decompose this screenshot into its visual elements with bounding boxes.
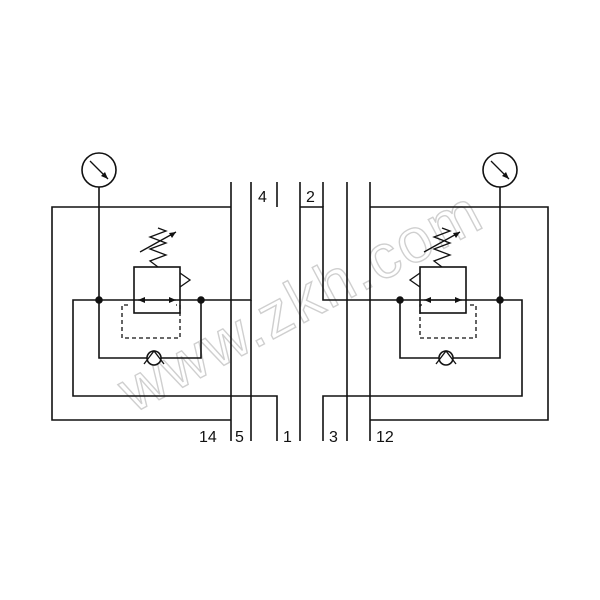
port-label-2: 2 (306, 189, 315, 206)
port-label-1: 1 (283, 429, 292, 446)
junction-dot (95, 296, 103, 304)
pressure-gauge-icon (482, 152, 518, 188)
port-labels: 4 2 14 5 1 3 12 (199, 189, 394, 446)
port-label-5: 5 (235, 429, 244, 446)
port-label-4: 4 (258, 189, 267, 206)
right-module (300, 152, 549, 441)
pressure-gauge-icon (81, 152, 117, 188)
junction-dot (496, 296, 504, 304)
check-valve-icon (435, 349, 457, 366)
adjustable-spring-icon (139, 227, 177, 268)
pressure-regulator-icon (121, 227, 192, 339)
left-module (51, 152, 278, 441)
junction-dot (197, 296, 205, 304)
centre-channel (276, 182, 324, 441)
check-valve-icon (143, 349, 165, 366)
adjustable-spring-icon (423, 227, 461, 268)
pressure-regulator-icon (408, 227, 477, 339)
port-label-12: 12 (376, 429, 394, 446)
port-label-14: 14 (199, 429, 217, 446)
junction-dot (396, 296, 404, 304)
port-label-3: 3 (329, 429, 338, 446)
